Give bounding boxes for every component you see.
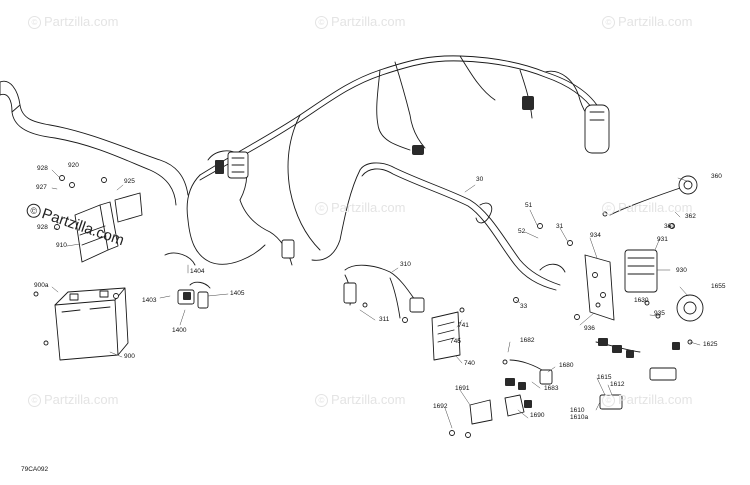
watermark: ©Partzilla.com xyxy=(602,14,692,29)
part-label: 931 xyxy=(657,236,668,243)
battery xyxy=(54,299,119,361)
harness-30 xyxy=(359,162,561,286)
part-label: 936 xyxy=(584,325,595,332)
part-label: 361 xyxy=(664,223,675,230)
part-label: 1404 xyxy=(190,268,205,275)
part-label: 311 xyxy=(379,316,390,323)
harness-310 xyxy=(344,264,416,301)
part-label: 310 xyxy=(400,261,411,268)
part-label: 745 xyxy=(450,338,461,345)
part-label: 1625 xyxy=(703,341,718,348)
watermark: ©Partzilla.com xyxy=(315,200,405,215)
part-label: 31 xyxy=(556,223,564,230)
part-label: 1682 xyxy=(520,337,535,344)
part-label: 927 xyxy=(36,184,47,191)
part-label: 52 xyxy=(518,228,526,235)
part-label: 1615 xyxy=(597,374,612,381)
part-label: 1690 xyxy=(530,412,545,419)
part-label: 928 xyxy=(37,165,48,172)
part-label: 920 xyxy=(68,162,79,169)
part-label: 1612 xyxy=(610,381,625,388)
watermark: ©Partzilla.com xyxy=(602,392,692,407)
part-label: 1610 xyxy=(570,407,585,414)
part-label: 362 xyxy=(685,213,696,220)
part-label: 1630 xyxy=(634,297,649,304)
part-label: 1405 xyxy=(230,290,245,297)
part-label: 1683 xyxy=(544,385,559,392)
diagram-code: 79CA092 xyxy=(21,466,49,473)
part-label: 51 xyxy=(525,202,533,209)
part-label: 360 xyxy=(711,173,722,180)
module-930 xyxy=(624,249,658,293)
frame-tube xyxy=(0,80,189,196)
part-label: 910 xyxy=(56,242,67,249)
main-harness xyxy=(199,55,601,176)
part-label: 900a xyxy=(34,282,49,289)
part-label: 741 xyxy=(458,322,469,329)
part-label: 30 xyxy=(476,176,484,183)
part-label: 934 xyxy=(590,232,601,239)
watermark: ©Partzilla.com xyxy=(315,392,405,407)
part-label: 925 xyxy=(124,178,135,185)
frame-tube xyxy=(0,93,177,206)
part-label: 930 xyxy=(676,267,687,274)
part-label: 1691 xyxy=(455,385,470,392)
watermark: ©Partzilla.com xyxy=(28,14,118,29)
part-label: 1400 xyxy=(172,327,187,334)
module-740 xyxy=(431,311,461,361)
part-label: 1655 xyxy=(711,283,726,290)
watermark: ©Partzilla.com xyxy=(602,200,692,215)
watermark: ©Partzilla.com xyxy=(315,14,405,29)
part-label: 935 xyxy=(654,310,665,317)
part-label: 1610a xyxy=(570,414,589,421)
part-label: 928 xyxy=(37,224,48,231)
part-label: 1692 xyxy=(433,403,448,410)
part-label: 33 xyxy=(520,303,528,310)
part-label: 1403 xyxy=(142,297,157,304)
part-label: 1680 xyxy=(559,362,574,369)
part-label: 740 xyxy=(464,360,475,367)
watermark: ©Partzilla.com xyxy=(28,392,118,407)
part-label: 900 xyxy=(124,353,135,360)
